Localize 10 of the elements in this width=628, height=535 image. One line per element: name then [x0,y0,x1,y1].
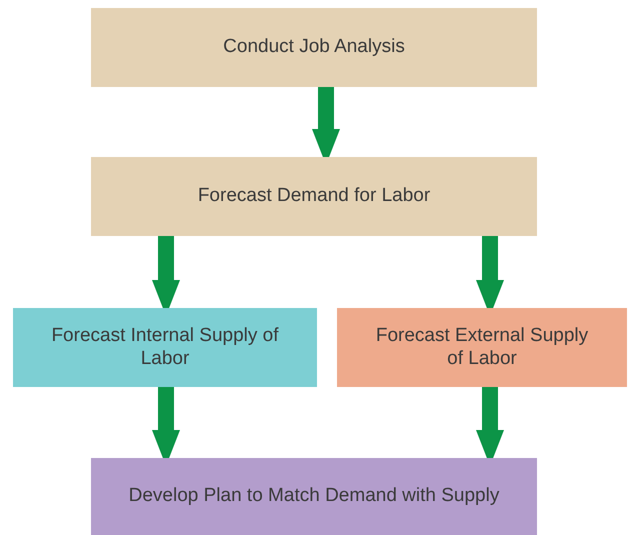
process-box [337,308,627,387]
box-label: Develop Plan to Match Demand with Supply [128,485,500,508]
box-label: Forecast Internal Supply of Labor [50,324,280,370]
process-box [91,157,537,236]
box-label: Forecast Demand for Labor [196,185,432,208]
box-label: Conduct Job Analysis [222,36,406,59]
box-label: Forecast External Supply of Labor [374,324,590,370]
process-box [13,308,317,387]
process-box [91,8,537,87]
process-box [91,458,537,535]
